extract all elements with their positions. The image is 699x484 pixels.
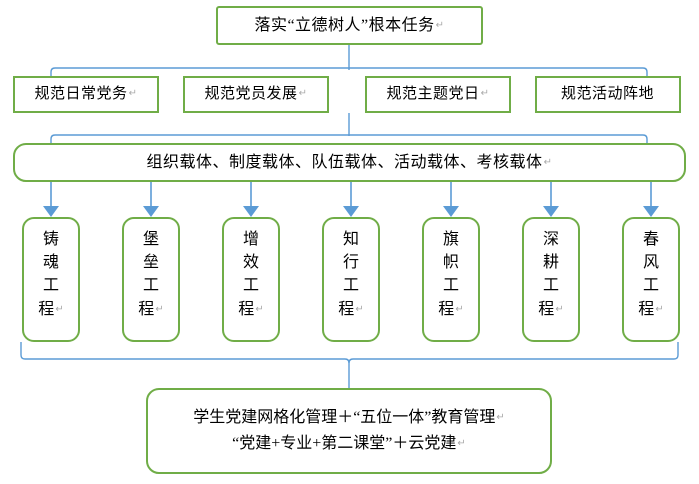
node-project-5[interactable]: 旗 帜 工 程↵ [422,217,480,342]
node-standard-2-label: 规范党员发展↵ [204,86,308,103]
node-project-2[interactable]: 堡 垒 工 程↵ [122,217,180,342]
project-char-last: 程↵ [538,300,564,318]
project-char-last: 程↵ [138,300,164,318]
pilcrow-mark: ↵ [298,88,308,100]
node-standard-3[interactable]: 规范主题党日↵ [365,76,511,113]
project-char: 魂 [42,254,59,272]
pilcrow-mark: ↵ [355,303,364,315]
project-char: 帜 [442,254,459,272]
bus-standards [50,67,648,76]
project-char: 深 [542,231,559,248]
project-char: 效 [242,254,259,272]
project-char: 增 [242,231,259,248]
outcome-line-2: “党建+专业+第二课堂”＋云党建↵ [232,435,466,452]
pilcrow-mark: ↵ [457,438,466,449]
node-project-3[interactable]: 增 效 工 程↵ [222,217,280,342]
node-outcome-label: 学生党建网格化管理＋“五位一体”教育管理↵ “党建+专业+第二课堂”＋云党建↵ [193,405,505,456]
pilcrow-mark: ↵ [435,19,445,31]
node-project-1[interactable]: 铸 魂 工 程↵ [22,217,80,342]
node-carriers-bar[interactable]: 组织载体、制度载体、队伍载体、活动载体、考核载体↵ [13,143,686,182]
outcome-line-1: 学生党建网格化管理＋“五位一体”教育管理↵ [193,409,505,427]
merge-bracket [20,342,679,388]
node-project-6[interactable]: 深 耕 工 程↵ [522,217,580,342]
carrier-to-project-arrows [43,182,659,217]
project-char: 工 [42,277,59,295]
project-char-last: 程↵ [238,300,264,318]
pilcrow-mark: ↵ [255,303,264,315]
node-root[interactable]: 落实“立德树人”根本任务↵ [216,6,483,45]
pilcrow-mark: ↵ [55,303,64,315]
project-char: 工 [142,277,159,295]
project-char: 知 [342,231,359,248]
node-standard-1[interactable]: 规范日常党务↵ [13,76,159,113]
project-char: 垒 [142,254,159,272]
pilcrow-mark: ↵ [496,412,505,424]
project-char-last: 程↵ [38,300,64,318]
node-root-label: 落实“立德树人”根本任务↵ [254,16,445,34]
pilcrow-mark: ↵ [455,303,464,315]
pilcrow-mark: ↵ [555,303,564,315]
project-char: 工 [342,277,359,295]
node-standard-3-label: 规范主题党日↵ [386,86,490,103]
project-char: 工 [242,277,259,295]
pilcrow-mark: ↵ [543,156,553,168]
project-char: 耕 [542,254,559,272]
node-standard-4[interactable]: 规范活动阵地 [535,76,681,113]
node-outcome[interactable]: 学生党建网格化管理＋“五位一体”教育管理↵ “党建+专业+第二课堂”＋云党建↵ [146,388,552,474]
node-standard-4-label: 规范活动阵地 [560,86,654,103]
pilcrow-mark: ↵ [480,88,490,100]
project-char: 行 [342,254,359,272]
pilcrow-mark: ↵ [128,88,138,100]
project-char: 堡 [142,231,159,248]
node-standard-2[interactable]: 规范党员发展↵ [183,76,329,113]
node-project-4[interactable]: 知 行 工 程↵ [322,217,380,342]
project-char: 工 [642,277,659,295]
project-char: 春 [642,231,659,248]
project-char: 工 [442,277,459,295]
node-standard-1-label: 规范日常党务↵ [34,86,138,103]
project-char: 旗 [442,231,459,248]
node-project-7[interactable]: 春 风 工 程↵ [622,217,680,342]
project-char-last: 程↵ [638,300,664,318]
project-char: 风 [642,254,659,272]
project-char-last: 程↵ [338,300,364,318]
project-char-last: 程↵ [438,300,464,318]
pilcrow-mark: ↵ [655,303,664,315]
pilcrow-mark: ↵ [155,303,164,315]
node-carriers-bar-label: 组织载体、制度载体、队伍载体、活动载体、考核载体↵ [146,153,553,171]
project-char: 铸 [42,231,59,248]
bus-carriers [50,134,648,143]
project-char: 工 [542,277,559,295]
